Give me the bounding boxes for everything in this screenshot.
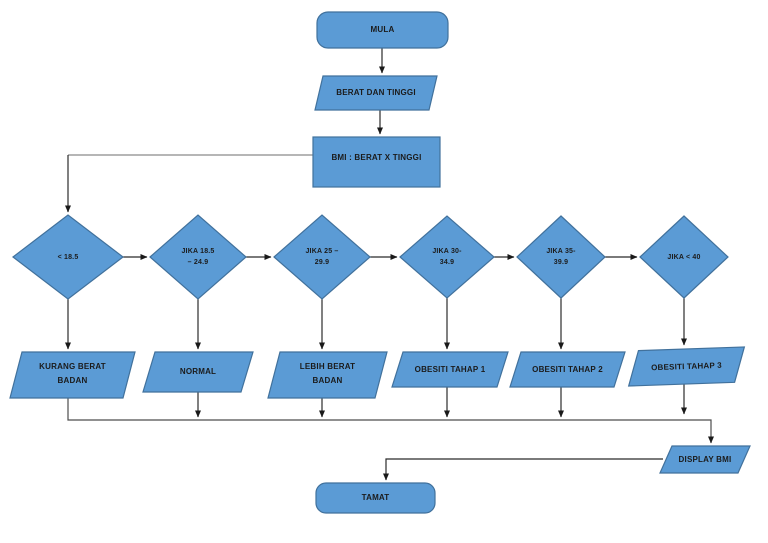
node-decision-3-diamond <box>273 214 371 300</box>
node-decision-4-diamond <box>399 215 495 299</box>
node-process-rectangle <box>312 136 441 188</box>
connector-o1-collector-to-display-arrow <box>67 398 714 444</box>
node-output-2-parallelogram <box>142 351 254 393</box>
node-decision-5-diamond <box>516 215 606 299</box>
node-output-5-parallelogram <box>509 351 626 388</box>
node-input-parallelogram <box>314 75 438 111</box>
node-end-terminator <box>315 482 436 514</box>
node-decision-6-diamond <box>639 215 729 299</box>
node-output-6-parallelogram <box>627 346 746 387</box>
node-display-parallelogram <box>659 445 751 474</box>
node-decision-1-diamond <box>12 214 124 300</box>
node-output-3-parallelogram <box>267 351 388 399</box>
node-output-4-parallelogram <box>391 351 509 388</box>
node-output-1-parallelogram <box>9 351 136 399</box>
node-start-terminator <box>316 11 449 49</box>
connector-display-to-end-arrow <box>383 458 663 481</box>
node-decision-2-diamond <box>149 214 247 300</box>
